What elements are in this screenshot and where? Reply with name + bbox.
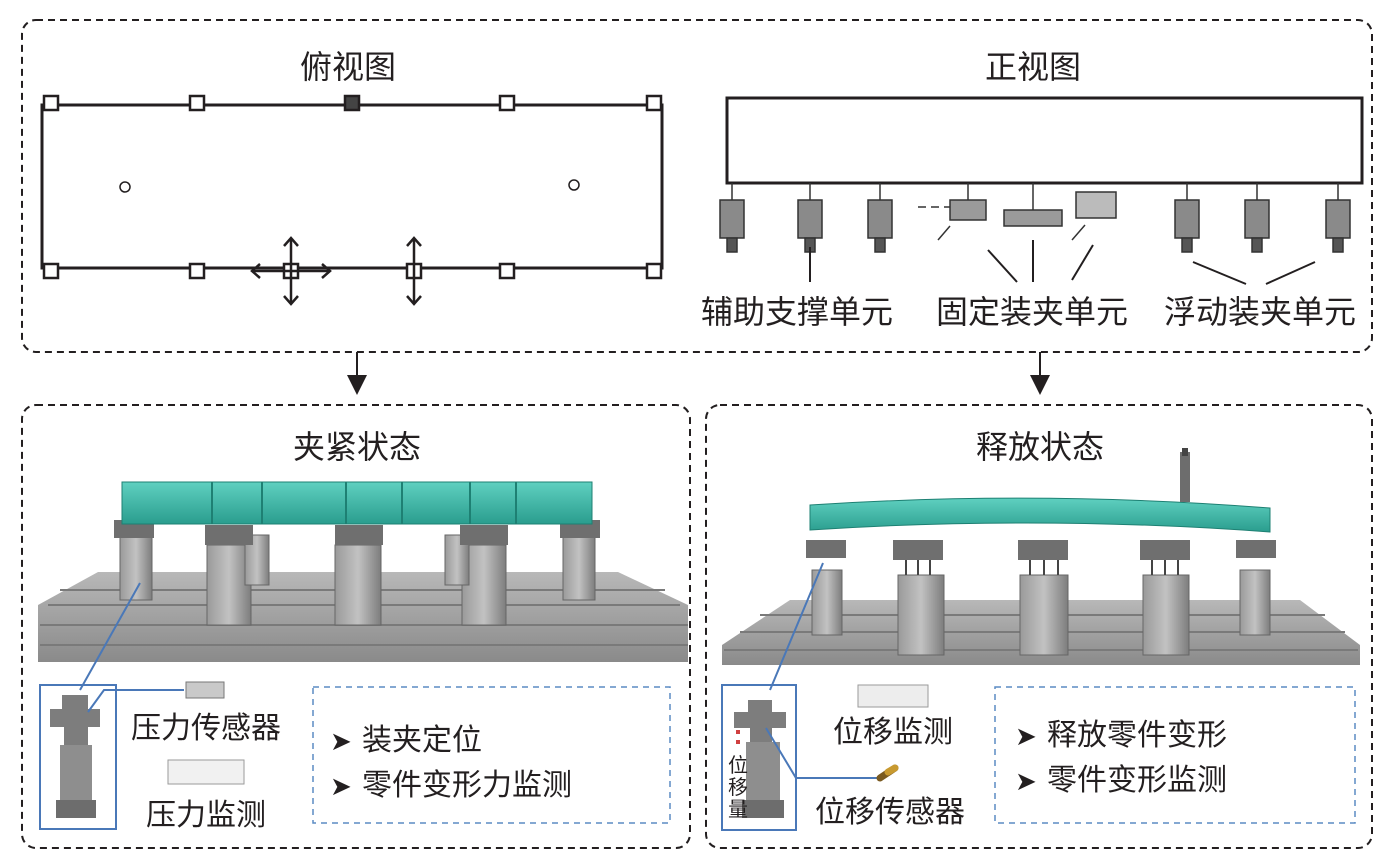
- label-fixed-clamp: 固定装夹单元: [936, 293, 1128, 331]
- displacement-sensor-label: 位移传感器: [815, 795, 965, 830]
- clamped-fixture-render: [38, 481, 688, 662]
- support-columns: [811, 569, 1271, 656]
- clamp-unit: [1003, 209, 1063, 227]
- displacement-sensor-icon: [876, 764, 899, 782]
- support-unit: [867, 183, 893, 253]
- locating-hole: [119, 181, 131, 193]
- released-panel-border: [705, 404, 1373, 849]
- column: [562, 534, 596, 601]
- clamp-unit: [949, 199, 987, 221]
- top-view-drawing: [40, 94, 664, 306]
- clamp-marker: [498, 262, 516, 280]
- pressure-sensor-label: 压力传感器: [131, 711, 281, 746]
- column: [1019, 574, 1069, 656]
- clamp-marker: [645, 262, 663, 280]
- front-view-plate: [725, 96, 1364, 185]
- bullet-glyph: ➤: [330, 727, 352, 757]
- front-view-title: 正视图: [985, 48, 1081, 86]
- clamp-marker: [42, 262, 60, 280]
- auxiliary-support-units: [719, 183, 893, 253]
- floating-unit: [1325, 183, 1351, 253]
- displacement-monitor-icon: [857, 684, 929, 708]
- pressure-monitor-label: 压力监测: [146, 798, 266, 833]
- label-floating-clamp: 浮动装夹单元: [1164, 293, 1356, 331]
- released-bullet-1: 释放零件变形: [1047, 718, 1227, 753]
- clamped-bullet-2: 零件变形力监测: [362, 768, 572, 803]
- displacement-amount-char-3: 量: [728, 797, 748, 821]
- column: [897, 574, 945, 656]
- clamped-panel: 夹紧状态: [21, 404, 691, 849]
- clamp-marker: [42, 94, 60, 112]
- pressure-monitor-icon: [167, 759, 245, 785]
- clamp-heads: [806, 540, 1276, 560]
- column: [1239, 569, 1271, 636]
- bullet-glyph: ➤: [330, 772, 352, 802]
- front-view-drawing: 辅助支撑单元 固定装夹单元 浮动装夹单元: [701, 96, 1364, 331]
- displacement-monitor-label: 位移监测: [833, 715, 953, 750]
- sensor-pointer-line: [87, 689, 184, 713]
- float-unit-closeup: [734, 700, 786, 818]
- released-panel: 释放状态: [705, 404, 1373, 849]
- floating-unit: [1174, 183, 1200, 253]
- clamp-marker: [645, 94, 663, 112]
- label-auxiliary-support: 辅助支撑单元: [701, 293, 893, 331]
- deformed-workpiece: [809, 497, 1271, 533]
- released-bullet-2: 零件变形监测: [1047, 763, 1227, 798]
- clamp-unit-closeup: [50, 695, 100, 818]
- clamp-marker: [188, 262, 206, 280]
- leader-lines: [809, 240, 1316, 285]
- clamp-marker: [498, 94, 516, 112]
- displacement-marker: [736, 730, 740, 744]
- column: [334, 544, 382, 626]
- workpiece: [121, 481, 593, 525]
- floating-unit: [1244, 183, 1270, 253]
- top-view-title: 俯视图: [300, 48, 396, 86]
- clamped-bullets-box: [312, 686, 671, 824]
- pressure-sensor-icon: [185, 681, 225, 699]
- float-direction-arrows: [250, 236, 422, 306]
- bullet-glyph: ➤: [1015, 767, 1037, 797]
- fixed-clamp-units: [918, 183, 1117, 241]
- spring-supports: [905, 560, 1179, 575]
- locating-hole: [568, 179, 580, 191]
- teal-workpiece-frame: [121, 481, 593, 525]
- top-panel: 俯视图 正视图: [21, 19, 1373, 353]
- top-panel-border: [21, 19, 1373, 353]
- support-unit: [719, 183, 745, 253]
- floating-clamp-units: [1174, 183, 1351, 253]
- column: [1142, 574, 1190, 656]
- sensor-pointer-line: [765, 727, 880, 779]
- clamp-marker: [343, 94, 361, 112]
- displacement-amount-char-2: 移: [728, 775, 748, 799]
- clamped-title: 夹紧状态: [293, 428, 421, 466]
- bullet-glyph: ➤: [1015, 722, 1037, 752]
- clamp-marker: [188, 94, 206, 112]
- released-bullets-box: [994, 686, 1356, 824]
- clamped-panel-border: [21, 404, 691, 849]
- clamp-unit: [1075, 191, 1117, 219]
- column: [206, 544, 252, 626]
- released-title: 释放状态: [976, 428, 1104, 466]
- column: [811, 569, 843, 636]
- clamped-bullet-1: 装夹定位: [362, 723, 482, 758]
- displacement-amount-char-1: 位: [728, 753, 748, 777]
- inset-link-line: [769, 562, 824, 691]
- support-unit: [797, 183, 823, 253]
- displacement-probe: [1180, 448, 1190, 502]
- released-fixture-render: [722, 448, 1360, 665]
- inset-link-line: [79, 582, 141, 691]
- top-view-clamp-markers: [42, 94, 663, 280]
